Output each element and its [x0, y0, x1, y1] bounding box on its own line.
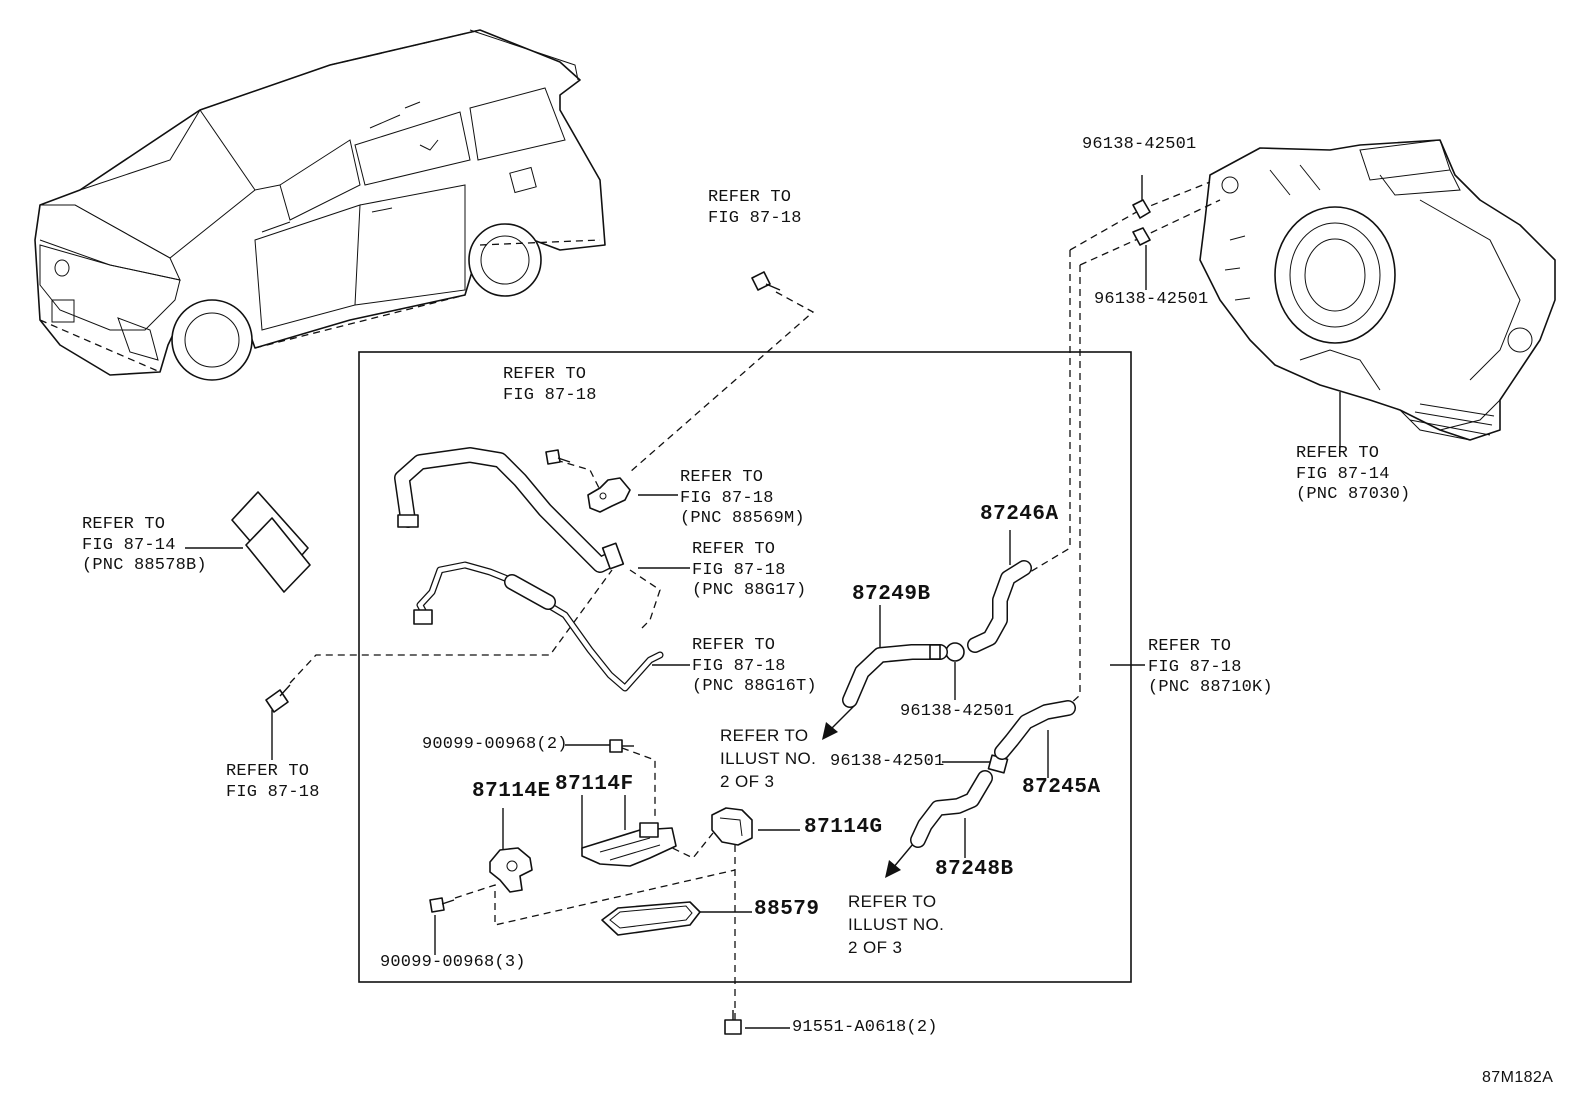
part-label-87246a: 87246A [980, 503, 1059, 526]
part-87114e [489, 847, 533, 893]
cover-plate [231, 491, 311, 593]
part-label-87114f: 87114F [555, 773, 634, 796]
leader-lines [185, 175, 1341, 1029]
refer-label-88710k: REFER TO FIG 87-18 (PNC 88710K) [1148, 637, 1273, 697]
refer-label-top-center: REFER TO FIG 87-18 [708, 188, 802, 228]
hose-87246a [967, 560, 1032, 653]
clip-label-top-2: 96138-42501 [1094, 290, 1209, 309]
illust-label-upper: REFER TO ILLUST NO. 2 OF 3 [720, 726, 817, 791]
part-label-87248b: 87248B [935, 858, 1014, 881]
bolt-icons [265, 271, 781, 1035]
clip-label-lower: 96138-42501 [830, 752, 945, 771]
part-87114g [711, 807, 753, 846]
illust-label-lower: REFER TO ILLUST NO. 2 OF 3 [848, 892, 945, 957]
part-label-88579: 88579 [754, 898, 820, 921]
part-label-87114e: 87114E [472, 780, 551, 803]
part-label-87245a: 87245A [1022, 776, 1101, 799]
refer-label-cover-88578b: REFER TO FIG 87-14 (PNC 88578B) [82, 515, 207, 575]
clip-label-mid: 96138-42501 [900, 702, 1015, 721]
refer-label-bracket-88569m: REFER TO FIG 87-18 (PNC 88569M) [680, 468, 805, 528]
pipe-lower [413, 561, 664, 692]
clip-label-top-1: 96138-42501 [1082, 135, 1197, 154]
seal-88579 [601, 901, 701, 936]
bolt-label-91551: 91551-A0618(2) [792, 1018, 938, 1037]
bracket-part [587, 477, 631, 513]
transaxle-illustration [1199, 139, 1556, 441]
detail-frame [358, 351, 1132, 983]
part-label-87114g: 87114G [804, 816, 883, 839]
part-87114f [581, 822, 677, 867]
bolt-label-90099-3: 90099-00968(3) [380, 953, 526, 972]
refer-label-left-bolt: REFER TO FIG 87-18 [226, 762, 320, 802]
hose-87248b [910, 770, 993, 848]
reference-lines [289, 181, 1221, 1020]
hose-87249b [842, 644, 948, 708]
clip-icons [945, 199, 1151, 774]
refer-label-pipe-88g16t: REFER TO FIG 87-18 (PNC 88G16T) [692, 636, 817, 696]
vehicle-illustration [34, 29, 606, 381]
refer-label-bolt-upper: REFER TO FIG 87-18 [503, 365, 597, 405]
refer-label-transaxle-87030: REFER TO FIG 87-14 (PNC 87030) [1296, 444, 1411, 504]
part-label-87249b: 87249B [852, 583, 931, 606]
diagram-id: 87M182A [1482, 1069, 1554, 1086]
hose-upper-loop [394, 447, 625, 573]
bolt-label-90099-2: 90099-00968(2) [422, 735, 568, 754]
refer-label-pipe-88g17: REFER TO FIG 87-18 (PNC 88G17) [692, 540, 807, 600]
hose-87245a [994, 700, 1076, 760]
